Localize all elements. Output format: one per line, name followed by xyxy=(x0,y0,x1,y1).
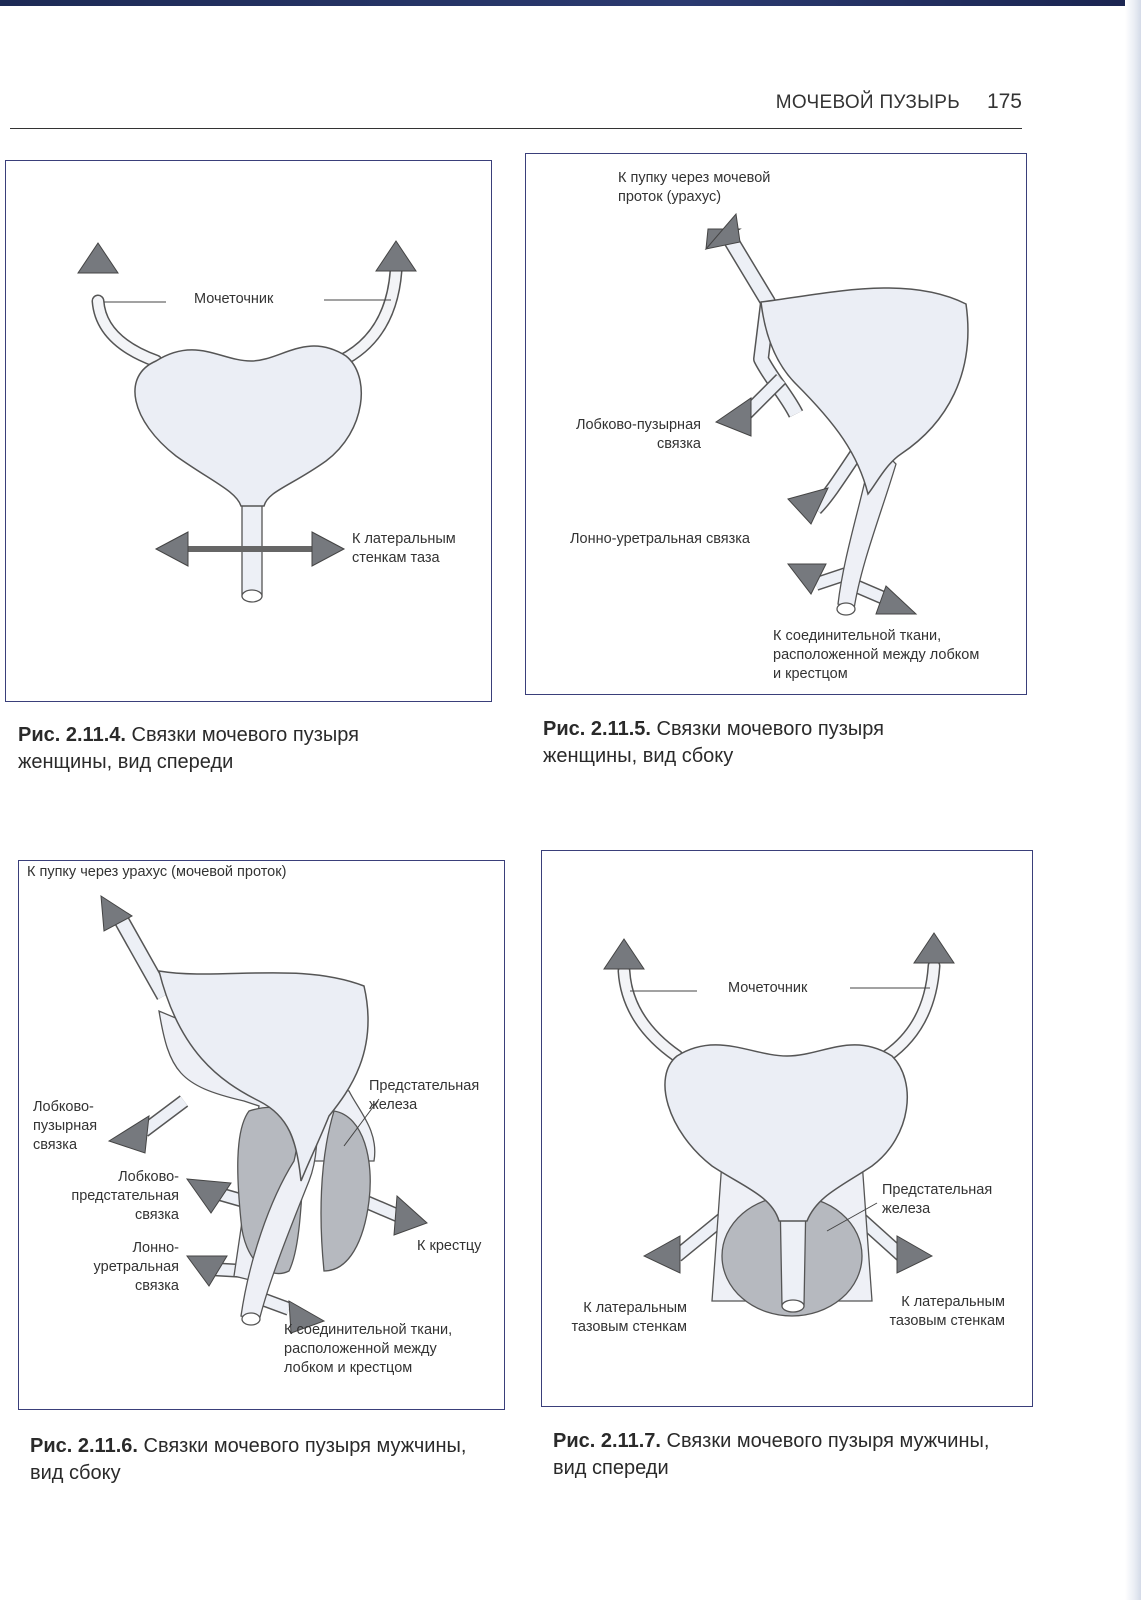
caption-text: Связки мочевого пузыря мужчины, вид спер… xyxy=(553,1430,990,1479)
label-to-lateral-pelvic-walls: К латеральным стенкам таза xyxy=(352,531,456,566)
caption-text: Связки мочевого пузыря женщины, вид спер… xyxy=(18,724,359,773)
caption-number: Рис. 2.11.4. xyxy=(18,724,126,746)
label-ureter: Мочеточник xyxy=(728,980,808,996)
caption-text: Связки мочевого пузыря мужчины, вид сбок… xyxy=(30,1435,467,1484)
label-ureter: Мочеточник xyxy=(194,291,274,307)
label-to-sacrum: К крестцу xyxy=(417,1238,482,1254)
bladder-male-side-diagram xyxy=(100,895,428,1334)
label-to-navel-via-urachus: К пупку через мочевой проток (урахус) xyxy=(618,170,771,205)
figure-2-11-7: Мочеточник Предстательная железа К латер… xyxy=(541,850,1033,1407)
bladder-female-front-diagram xyxy=(77,240,417,603)
page-binding-edge xyxy=(1125,0,1141,1600)
bladder-male-front-diagram xyxy=(603,932,955,1317)
label-to-lateral-pelvic-walls-right: К латеральным тазовым стенкам xyxy=(889,1294,1005,1329)
figure-2-11-6: К пупку через урахус (мочевой проток) Ло… xyxy=(18,860,505,1410)
label-prostate: Предстательная железа xyxy=(882,1182,993,1217)
label-pubovesical-ligament: Лобково-пузырная связка xyxy=(575,417,701,452)
label-prostate: Предстательная железа xyxy=(369,1078,480,1113)
label-to-connective-tissue: К соединительной ткани, расположенной ме… xyxy=(284,1322,453,1376)
page-number: 175 xyxy=(986,90,1022,113)
label-pubourethral-ligament: Лонно- уретральная связка xyxy=(93,1240,179,1294)
figure-2-11-5: К пупку через мочевой проток (урахус) Ло… xyxy=(525,153,1027,695)
caption-number: Рис. 2.11.6. xyxy=(30,1435,138,1457)
label-to-navel-via-urachus: К пупку через урахус (мочевой проток) xyxy=(27,864,287,880)
caption-number: Рис. 2.11.7. xyxy=(553,1430,661,1452)
label-to-connective-tissue: К соединительной ткани, расположенной ме… xyxy=(773,628,980,682)
scan-edge-top xyxy=(0,0,1141,6)
page-header: МОЧЕВОЙ ПУЗЫРЬ 175 xyxy=(10,88,1022,129)
figure-2-11-4: Мочеточник К латеральным стенкам таза xyxy=(5,160,492,702)
label-pubourethral-ligament: Лонно-уретральная связка xyxy=(570,531,750,547)
caption-2-11-5: Рис. 2.11.5. Связки мочевого пузыря женщ… xyxy=(543,716,983,770)
caption-2-11-6: Рис. 2.11.6. Связки мочевого пузыря мужч… xyxy=(30,1433,470,1487)
label-to-lateral-pelvic-walls-left: К латеральным тазовым стенкам xyxy=(571,1300,687,1335)
caption-number: Рис. 2.11.5. xyxy=(543,718,651,740)
caption-text: Связки мочевого пузыря женщины, вид сбок… xyxy=(543,718,884,767)
caption-2-11-7: Рис. 2.11.7. Связки мочевого пузыря мужч… xyxy=(553,1428,993,1482)
running-title: МОЧЕВОЙ ПУЗЫРЬ xyxy=(775,92,960,113)
label-puboprostatic-ligament: Лобково- предстательная связка xyxy=(71,1169,179,1223)
bladder-female-side-diagram xyxy=(704,212,969,616)
caption-2-11-4: Рис. 2.11.4. Связки мочевого пузыря женщ… xyxy=(18,722,458,776)
label-pubovesical-ligament: Лобково- пузырная связка xyxy=(33,1099,98,1153)
